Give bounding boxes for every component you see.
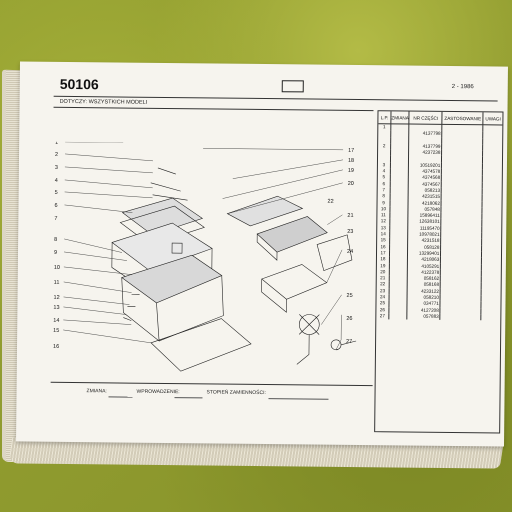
row-application — [440, 313, 482, 321]
callout-4: 4 — [55, 178, 58, 184]
callout-21: 21 — [347, 213, 353, 219]
row-part-number: 057883 — [407, 313, 441, 321]
callout-24: 24 — [347, 249, 353, 255]
row-lp: 27 — [376, 313, 389, 320]
callout-10: 10 — [54, 265, 60, 271]
callout-13: 13 — [53, 305, 59, 311]
footer-introduction: WPROWADZENIE: — [136, 388, 180, 396]
callout-20: 20 — [348, 181, 354, 187]
callout-3: 3 — [55, 165, 58, 171]
parts-table: L.P. ZMIANA NR CZĘŚCI ZASTOSOWANIE UWAGI… — [374, 110, 504, 434]
exploded-parts-diagram: 1 2 3 4 5 6 7 8 9 10 11 12 13 14 15 16 1… — [53, 141, 357, 372]
callout-26: 26 — [346, 316, 352, 322]
col-change: ZMIANA — [390, 111, 410, 125]
footer-level-line — [268, 398, 329, 400]
table-row: 27 057883 — [376, 313, 500, 321]
callout-5: 5 — [55, 190, 58, 196]
footer-intro-line — [174, 397, 203, 399]
callout-15: 15 — [53, 328, 59, 334]
callout-23: 23 — [347, 229, 353, 235]
stamp-box — [281, 80, 304, 93]
callout-22: 22 — [328, 199, 334, 205]
callout-12: 12 — [53, 295, 59, 301]
callout-16: 16 — [53, 344, 59, 350]
callout-2: 2 — [55, 152, 58, 158]
callout-9: 9 — [54, 250, 57, 256]
callout-7: 7 — [54, 216, 57, 222]
col-notes: UWAGI — [483, 112, 503, 126]
callout-19: 19 — [348, 168, 354, 174]
callout-11: 11 — [54, 280, 60, 286]
row-notes — [481, 314, 500, 320]
applies-to-label: DOTYCZY: WSZYSTKICH MODELI — [59, 98, 148, 106]
footer-interchange-level: STOPIEŃ ZAMIENNOŚCI: — [206, 389, 266, 397]
footer-change-line — [108, 396, 133, 398]
callout-17: 17 — [348, 148, 354, 154]
row-change — [388, 313, 408, 320]
page-code: 50106 — [59, 75, 99, 93]
page-date: 2 - 1986 — [451, 83, 474, 91]
col-part-number: NR CZĘŚCI — [409, 111, 443, 125]
footer-change: ZMIANA: — [86, 388, 107, 395]
callout-25: 25 — [347, 293, 353, 299]
col-lp: L.P. — [378, 111, 392, 124]
callout-6: 6 — [54, 203, 57, 209]
callout-1: 1 — [55, 142, 58, 146]
callout-27: 27 — [346, 339, 352, 345]
col-application: ZASTOSOWANIE — [442, 111, 484, 125]
callout-8: 8 — [54, 237, 57, 243]
callout-18: 18 — [348, 158, 354, 164]
catalog-page: 50106 2 - 1986 DOTYCZY: WSZYSTKICH MODEL… — [16, 61, 508, 447]
callout-14: 14 — [53, 318, 59, 324]
